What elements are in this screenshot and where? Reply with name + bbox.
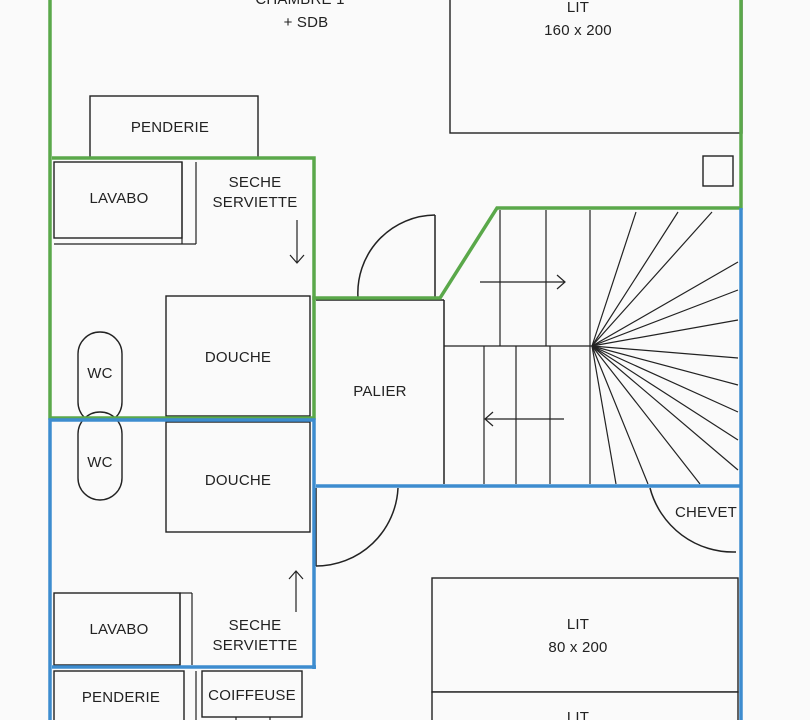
staircase	[444, 210, 739, 485]
shower-top-label: DOUCHE	[205, 349, 271, 366]
wardrobe-top[interactable]	[89, 95, 259, 159]
zone-bedroom1-bath-divider	[52, 156, 316, 300]
towel-top-label-2: SERVIETTE	[213, 194, 298, 211]
sink-bottom-label: LAVABO	[89, 621, 148, 638]
vanity[interactable]	[201, 670, 303, 718]
wardrobe-bottom[interactable]	[53, 670, 185, 720]
vanity-label: COIFFEUSE	[208, 687, 296, 704]
bed-bottom-label: LIT	[567, 616, 589, 633]
sink-top-label: LAVABO	[89, 190, 148, 207]
wardrobe-bottom-label: PENDERIE	[82, 689, 160, 706]
zone-lower-bath	[48, 418, 316, 720]
shower-bottom-label: DOUCHE	[205, 472, 271, 489]
wc-top-label: WC	[87, 365, 112, 382]
stair-arrow-up	[480, 274, 566, 290]
bed-bottom-size: 80 x 200	[548, 639, 607, 656]
room-label-bedroom1: CHAMBRE 1	[255, 0, 344, 8]
door-top-swing	[357, 214, 436, 299]
towel-arrow-down	[289, 220, 305, 264]
shower-top[interactable]	[165, 295, 311, 417]
wc-bottom[interactable]	[77, 411, 123, 501]
towel-bottom-label-2: SERVIETTE	[213, 637, 298, 654]
bed-bottom[interactable]	[431, 577, 739, 693]
towel-arrow-up	[288, 570, 304, 612]
room-label-landing: PALIER	[353, 383, 406, 400]
bed-bottom-2[interactable]	[431, 691, 739, 720]
wardrobe-top-label: PENDERIE	[131, 119, 209, 136]
sink-top[interactable]	[53, 161, 183, 239]
towel-top-label-1: SECHE	[229, 174, 282, 191]
bed-top-label: LIT	[567, 0, 589, 16]
stair-arrow-down	[484, 411, 564, 427]
small-cabinet[interactable]	[702, 155, 734, 187]
towel-bottom-label-1: SECHE	[229, 617, 282, 634]
nightstand-arc	[649, 487, 737, 553]
door-bottom-swing	[315, 487, 399, 567]
room-label-bedroom1-suffix: + SDB	[284, 14, 329, 31]
bed-top-size: 160 x 200	[544, 22, 612, 39]
zone-bedroom1	[48, 0, 743, 420]
nightstand-label: CHEVET	[675, 504, 737, 521]
bed-bottom-2-label: LIT	[567, 709, 589, 720]
shower-bottom[interactable]	[165, 421, 311, 533]
wc-bottom-label: WC	[87, 454, 112, 471]
sink-bottom[interactable]	[53, 592, 181, 666]
bed-top[interactable]	[449, 0, 743, 134]
